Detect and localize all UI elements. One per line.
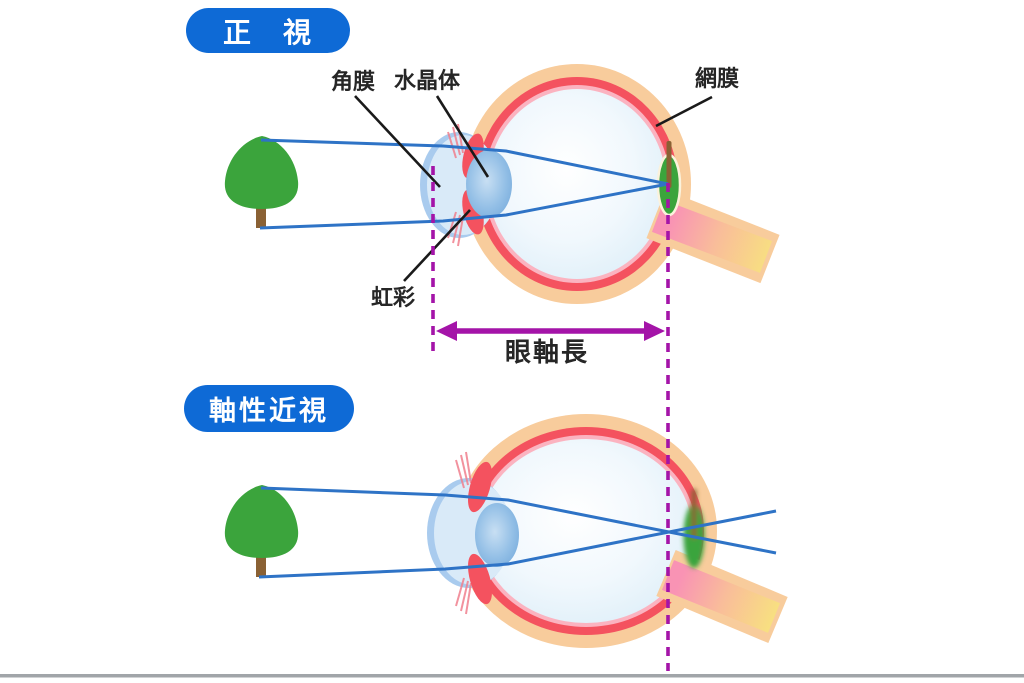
section-badge-emmetropia: 正 視 [186, 8, 350, 53]
ciliary-fibers [455, 451, 472, 615]
bottom-divider [0, 674, 1024, 678]
axial-length-arrow [436, 321, 665, 341]
tree-icon [224, 485, 299, 577]
cornea-leader-line [354, 95, 441, 188]
optic-nerve [646, 189, 780, 284]
emmetropia-diagram [224, 64, 780, 304]
iris-label: 虹彩 [371, 285, 416, 310]
axial-length-label: 眼軸長 [505, 337, 590, 367]
lens-shape [475, 503, 519, 567]
lens-leader-line [435, 95, 490, 178]
arrowhead-right [644, 321, 665, 341]
lens-shape [466, 150, 512, 218]
light-rays [259, 138, 669, 230]
light-rays [258, 486, 777, 579]
retina-label: 網膜 [695, 66, 740, 91]
axial-myopia-diagram [224, 414, 788, 648]
arrowhead-left [436, 321, 457, 341]
iris-leader-line [403, 209, 471, 282]
light-ray-top [260, 486, 777, 555]
vitreous-shape [488, 89, 666, 279]
vitreous-shape [480, 439, 692, 623]
light-ray-bottom [259, 182, 669, 230]
light-ray-top [260, 138, 669, 186]
emmetropia-eyeball [420, 64, 780, 304]
lens-label: 水晶体 [394, 68, 461, 93]
cornea-label: 角膜 [331, 69, 376, 94]
optic-nerve [656, 549, 788, 644]
myopic-eyeball [427, 414, 788, 648]
section-badge-axial-myopia: 軸性近視 [184, 385, 354, 432]
light-ray-bottom [258, 509, 777, 579]
retina-leader-line [655, 95, 713, 128]
axial-length-markers [431, 166, 670, 671]
leader-lines [354, 95, 713, 282]
tree-icon [224, 136, 299, 228]
